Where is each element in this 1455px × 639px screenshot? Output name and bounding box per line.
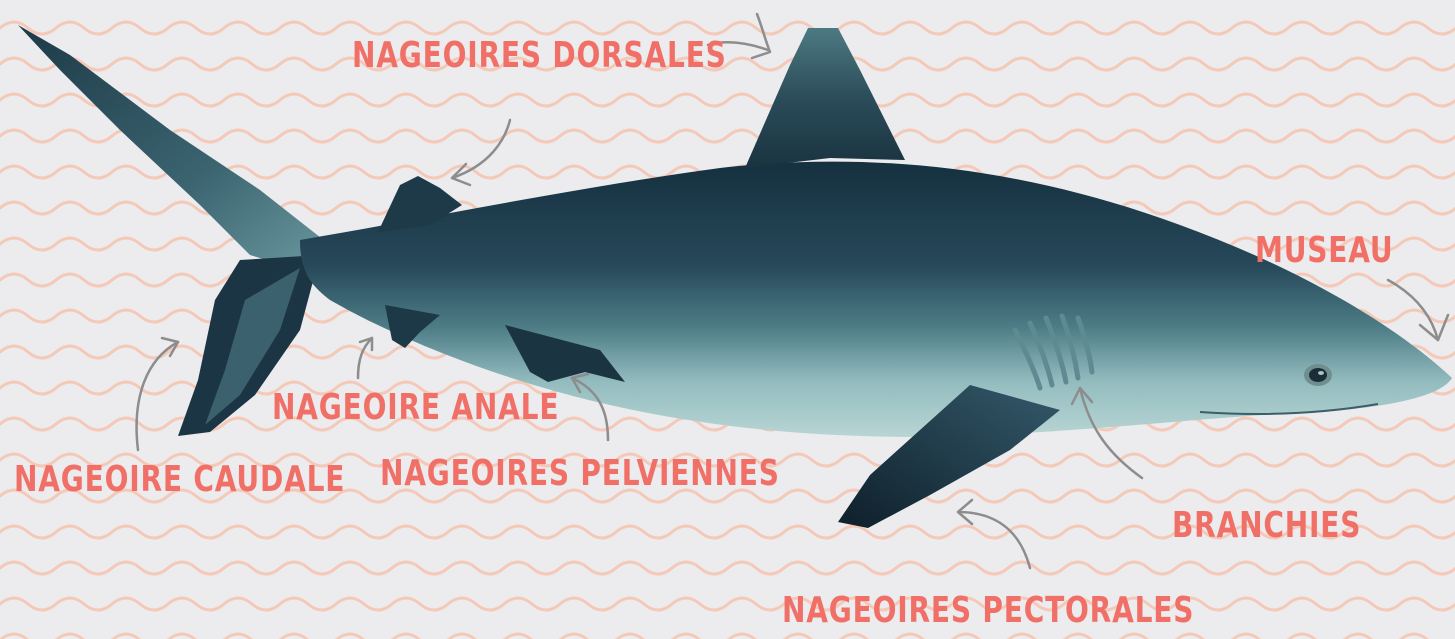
arrow-museau [1388,280,1438,340]
label-nageoires-pectorales: NAGEOIRES PECTORALES [782,593,1194,629]
label-nageoire-caudale: NAGEOIRE CAUDALE [14,462,345,498]
arrow-caudale [137,342,178,450]
label-nageoires-pelviennes: NAGEOIRES PELVIENNES [380,456,780,492]
label-museau: MUSEAU [1255,233,1393,269]
arrow-branchies [1080,388,1142,478]
label-branchies: BRANCHIES [1172,508,1361,544]
arrow-anale [358,338,372,378]
label-nageoire-anale: NAGEOIRE ANALE [272,390,559,426]
label-nageoires-dorsales: NAGEOIRES DORSALES [352,38,727,74]
